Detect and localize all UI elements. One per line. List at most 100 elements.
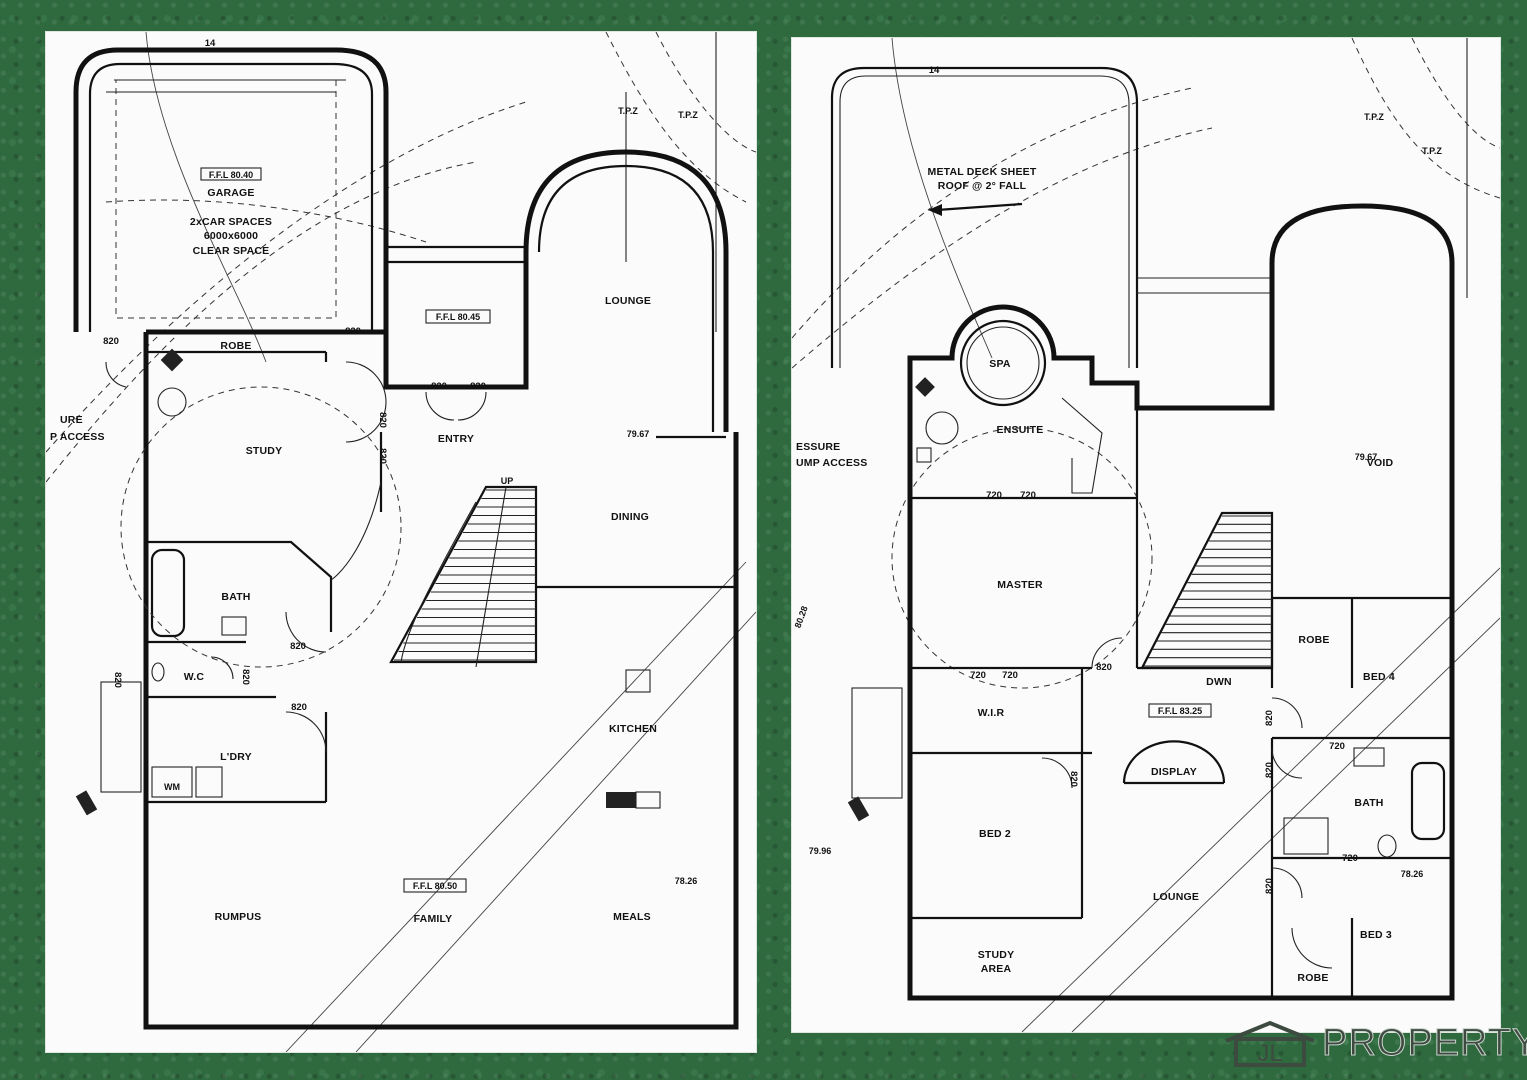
bath-label: BATH: [221, 591, 250, 603]
site-contours-upper: [792, 38, 1500, 1032]
tpz-upper-2: T.P.Z: [1422, 146, 1442, 156]
first-ffl-label: F.F.L 83.25: [1158, 706, 1202, 716]
robe-label-2: ROBE: [1297, 972, 1328, 984]
wir-label: W.I.R: [978, 707, 1005, 719]
garage-label: GARAGE: [207, 187, 254, 199]
meals-label: MEALS: [613, 911, 651, 923]
door-dim-1: 820: [103, 336, 119, 347]
ground-labels: 14 F.F.L 80.40 GARAGE 2xCAR SPACES 6000x…: [50, 38, 698, 925]
robe-label-1: ROBE: [1298, 634, 1329, 646]
entry-label: ENTRY: [438, 433, 474, 445]
house-logo-shape: JL: [1225, 1020, 1315, 1067]
tpz-upper-1: T.P.Z: [1364, 112, 1384, 122]
door-dim-2: 820: [345, 326, 361, 337]
family-label: FAMILY: [414, 913, 453, 925]
dining-label: DINING: [611, 511, 649, 523]
door-dim-3: 820: [431, 381, 447, 392]
door-dim-4: 820: [470, 381, 486, 392]
level-label-1: 79.67: [627, 429, 650, 439]
fixtures: [75, 348, 661, 816]
ground-floor-drawing: 14 F.F.L 80.40 GARAGE 2xCAR SPACES 6000x…: [46, 32, 756, 1052]
study-label: STUDY: [246, 445, 283, 457]
level-upper-3: 80.28: [793, 605, 810, 630]
study-area-label-2: AREA: [981, 963, 1012, 975]
first-floor-plan: 14 METAL DECK SHEET ROOF @ 2° FALL SPA E…: [792, 38, 1500, 1032]
master-label: MASTER: [997, 579, 1043, 591]
wm-label: WM: [164, 782, 180, 792]
door-720-f: 720: [1342, 853, 1358, 864]
first-labels: 14 METAL DECK SHEET ROOF @ 2° FALL SPA E…: [793, 65, 1443, 984]
wc-label: W.C: [184, 671, 205, 683]
door-720-a: 720: [986, 490, 1002, 501]
rumpus-label: RUMPUS: [215, 911, 262, 923]
level-label-2: 78.26: [675, 876, 698, 886]
jl-property-logo: JL PROPERTY: [1222, 1014, 1527, 1072]
door-820-b: 820: [1068, 771, 1079, 787]
logo-brand-text: PROPERTY: [1321, 1021, 1527, 1064]
first-fixtures: [847, 377, 1446, 858]
spa: [959, 319, 1047, 407]
logo-letters: JL: [1257, 1040, 1282, 1067]
ground-walls: [143, 149, 739, 1030]
lounge-label: LOUNGE: [605, 295, 651, 307]
door-720-e: 720: [1329, 741, 1345, 752]
access-upper-2: UMP ACCESS: [796, 457, 867, 469]
bed-3-label: BED 3: [1360, 929, 1392, 941]
bath-upper-label: BATH: [1354, 797, 1383, 809]
stair-up-label: UP: [501, 476, 514, 486]
door-820-c: 820: [1264, 710, 1275, 726]
bed-2-label: BED 2: [979, 828, 1011, 840]
roof-note-1: METAL DECK SHEET: [928, 166, 1037, 178]
door-dim-7: 820: [290, 641, 306, 652]
laundry-label: L'DRY: [220, 751, 252, 763]
access-label-1: URE: [60, 414, 83, 426]
tpz-label-1: T.P.Z: [618, 106, 638, 116]
first-walls: [907, 203, 1455, 1001]
porch-ffl-label: F.F.L 80.45: [436, 312, 480, 322]
door-820-e: 820: [1264, 878, 1275, 894]
ensuite-label: ENSUITE: [997, 424, 1044, 436]
dwn-label: DWN: [1206, 676, 1232, 688]
garage-note-3: CLEAR SPACE: [193, 245, 270, 257]
door-720-d: 720: [1002, 670, 1018, 681]
house-logo-icon: JL: [1222, 1019, 1318, 1067]
bed-4-label: BED 4: [1363, 671, 1395, 683]
roof-dim: 14: [929, 65, 940, 76]
door-820-a: 820: [1096, 662, 1112, 673]
roof-outline: [830, 66, 1274, 368]
door-dim-8: 820: [240, 669, 251, 685]
door-dim-10: 820: [112, 672, 123, 688]
level-upper-1: 79.67: [1355, 452, 1378, 462]
garage-ffl-label: F.F.L 80.40: [209, 170, 253, 180]
door-dim-5: 820: [377, 412, 388, 428]
garage-note-2: 6000x6000: [204, 230, 258, 242]
void-label: VOID: [1367, 457, 1394, 469]
spa-label: SPA: [989, 358, 1011, 370]
level-upper-4: 79.96: [809, 846, 832, 856]
display-label: DISPLAY: [1151, 766, 1197, 778]
kitchen-label: KITCHEN: [609, 723, 657, 735]
door-dim-9: 820: [291, 702, 307, 713]
door-swings: [105, 361, 487, 753]
lounge-upper-label: LOUNGE: [1153, 891, 1199, 903]
first-door-swings: [1041, 637, 1333, 969]
access-label-2: P ACCESS: [50, 431, 105, 443]
access-upper-1: ESSURE: [796, 441, 840, 453]
door-720-c: 720: [970, 670, 986, 681]
garage: [73, 47, 389, 332]
robe-label: ROBE: [220, 340, 251, 352]
level-upper-2: 78.26: [1401, 869, 1424, 879]
stair-first: [1140, 511, 1274, 670]
study-area-label-1: STUDY: [978, 949, 1015, 961]
first-floor-drawing: 14 METAL DECK SHEET ROOF @ 2° FALL SPA E…: [792, 38, 1500, 1032]
tpz-label-2: T.P.Z: [678, 110, 698, 120]
door-dim-6: 820: [377, 448, 388, 464]
garage-note-1: 2xCAR SPACES: [190, 216, 272, 228]
door-720-b: 720: [1020, 490, 1036, 501]
roof-note-2: ROOF @ 2° FALL: [938, 180, 1027, 192]
ground-floor-plan: 14 F.F.L 80.40 GARAGE 2xCAR SPACES 6000x…: [46, 32, 756, 1052]
garage-dim: 14: [205, 38, 216, 49]
family-ffl-label: F.F.L 80.50: [413, 881, 457, 891]
door-820-d: 820: [1264, 762, 1275, 778]
stair-ground: [389, 485, 538, 668]
